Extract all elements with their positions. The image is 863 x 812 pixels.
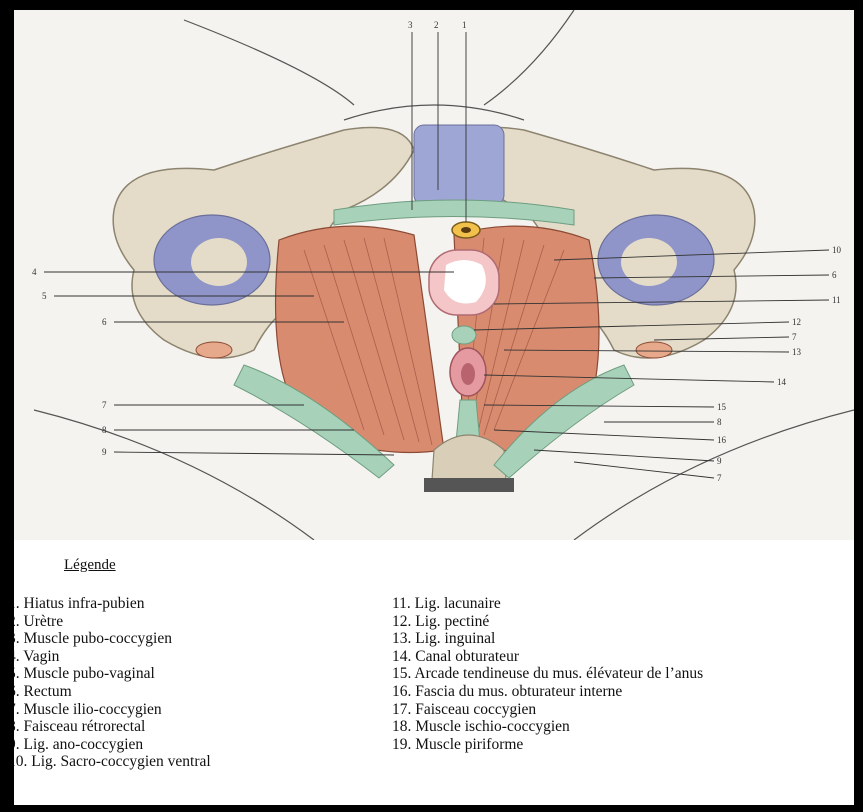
label-15: 15 — [717, 402, 727, 412]
legend-item: 18. Muscle ischio-coccygien — [392, 718, 703, 736]
legend-item: 4. Vagin — [14, 648, 211, 666]
label-5: 5 — [42, 291, 47, 301]
pubic-symphysis — [414, 125, 504, 205]
sacrum-shadow — [424, 478, 514, 492]
legend-item: 2. Urètre — [14, 613, 211, 631]
legend-item: 5. Muscle pubo-vaginal — [14, 665, 211, 683]
label-8-left: 8 — [102, 425, 107, 435]
label-7-left: 7 — [102, 400, 107, 410]
label-3: 3 — [408, 20, 413, 30]
legend-item: 16. Fascia du mus. obturateur interne — [392, 683, 703, 701]
spine-left — [196, 342, 232, 358]
legend-item: 15. Arcade tendineuse du mus. élévateur … — [392, 665, 703, 683]
legend-item: 11. Lig. lacunaire — [392, 595, 703, 613]
label-8-right: 8 — [717, 417, 722, 427]
urethra-lumen — [461, 227, 471, 233]
label-6-left: 6 — [102, 317, 107, 327]
legend-item: 9. Lig. ano-coccygien — [14, 736, 211, 754]
label-14: 14 — [777, 377, 787, 387]
legend-item: 14. Canal obturateur — [392, 648, 703, 666]
legend-item: 8. Faisceau rétrorectal — [14, 718, 211, 736]
legend-item: 7. Muscle ilio-coccygien — [14, 701, 211, 719]
legend-item: 10. Lig. Sacro-coccygien ventral — [14, 753, 211, 771]
femoral-head-right — [621, 238, 677, 286]
label-1: 1 — [462, 20, 467, 30]
label-4: 4 — [32, 267, 37, 277]
label-6-right: 6 — [832, 270, 837, 280]
figure-frame: 3 2 1 4 5 6 7 8 9 10 6 11 12 7 13 14 15 … — [14, 10, 854, 805]
legend-item: 6. Rectum — [14, 683, 211, 701]
legend-title: Légende — [64, 557, 116, 574]
label-13: 13 — [792, 347, 802, 357]
rectum-lumen — [461, 363, 475, 385]
legend-item: 1. Hiatus infra-pubien — [14, 595, 211, 613]
label-12: 12 — [792, 317, 801, 327]
legend-item: 13. Lig. inguinal — [392, 630, 703, 648]
legend-column-right: 11. Lig. lacunaire 12. Lig. pectiné 13. … — [392, 595, 703, 753]
label-7-right-bottom: 7 — [717, 473, 722, 483]
pelvic-floor-illustration: 3 2 1 4 5 6 7 8 9 10 6 11 12 7 13 14 15 … — [14, 10, 854, 540]
legend-item: 19. Muscle piriforme — [392, 736, 703, 754]
legend-item: 3. Muscle pubo-coccygien — [14, 630, 211, 648]
femoral-head-left — [191, 238, 247, 286]
label-16: 16 — [717, 435, 727, 445]
legend-column-left: 1. Hiatus infra-pubien 2. Urètre 3. Musc… — [14, 595, 211, 771]
legend-item: 12. Lig. pectiné — [392, 613, 703, 631]
perineal-body — [452, 326, 476, 344]
legend-item: 17. Faisceau coccygien — [392, 701, 703, 719]
vagina-lumen — [444, 260, 486, 304]
label-2: 2 — [434, 20, 439, 30]
label-9-left: 9 — [102, 447, 107, 457]
label-10: 10 — [832, 245, 842, 255]
spine-right — [636, 342, 672, 358]
label-7-right: 7 — [792, 332, 797, 342]
label-11: 11 — [832, 295, 841, 305]
label-9-right: 9 — [717, 456, 722, 466]
